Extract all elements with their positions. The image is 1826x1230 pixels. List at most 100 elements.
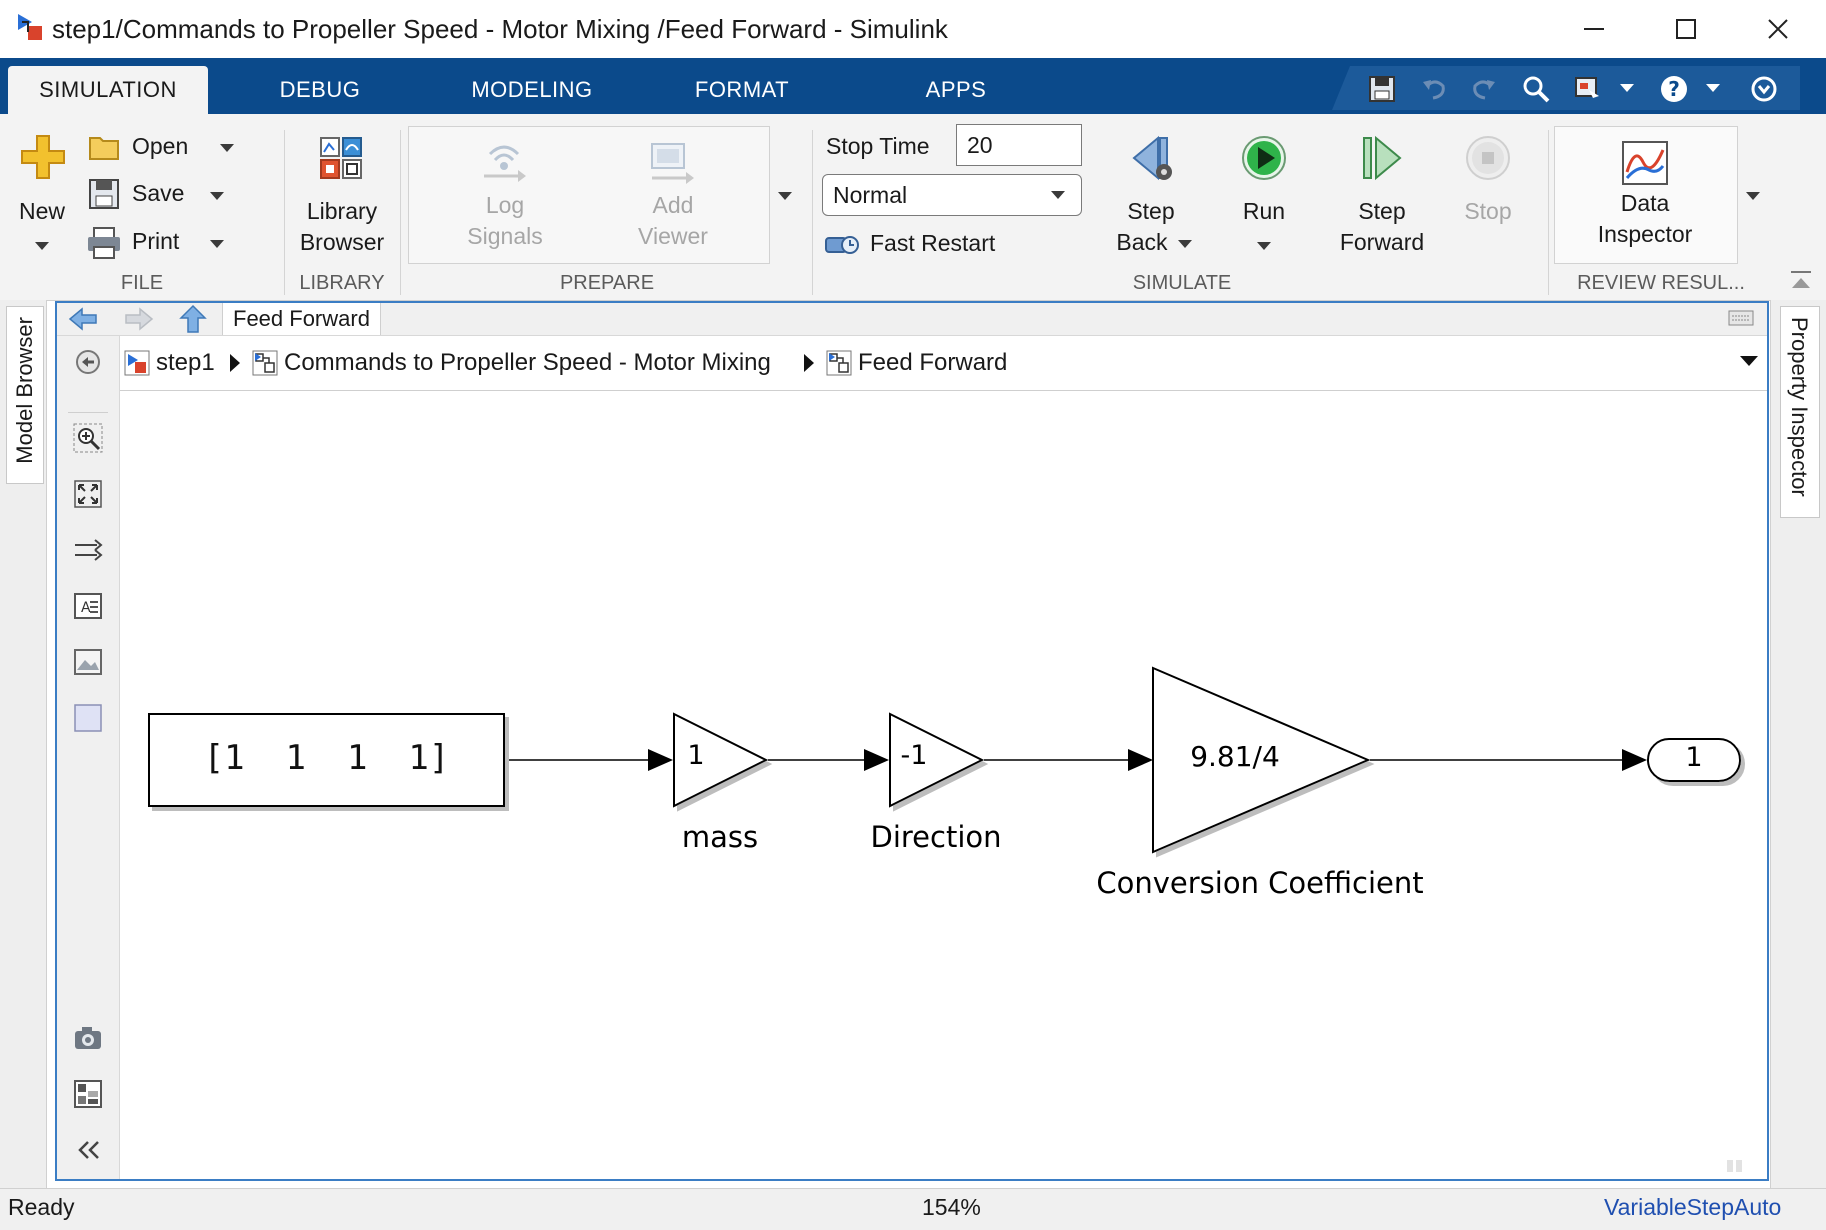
qat-find-button[interactable] — [1570, 72, 1606, 106]
step-forward-button[interactable]: Step Forward — [1330, 134, 1434, 264]
print-label: Print — [132, 228, 180, 254]
keyboard-icon — [1728, 310, 1754, 326]
data-inspector-label-line2: Inspector — [1597, 221, 1693, 247]
review-gallery-expand-button[interactable] — [1738, 126, 1768, 262]
library-browser-label-line1: Library — [306, 198, 378, 224]
annotation-button[interactable]: A — [70, 588, 106, 624]
tab-debug[interactable]: DEBUG — [279, 77, 361, 102]
breadcrumb — [120, 336, 1767, 391]
keyboard-button[interactable] — [1728, 308, 1754, 328]
breadcrumb-label: Feed Forward — [858, 349, 1008, 376]
ribbon-separator — [400, 130, 401, 295]
property-inspector-tab[interactable]: Property Inspector — [1780, 306, 1820, 518]
qat-help-button[interactable]: ? — [1656, 72, 1692, 106]
qat-undo-button[interactable] — [1416, 72, 1452, 106]
collapse-palette-button[interactable] — [70, 1132, 106, 1168]
step-back-label-line2: Back — [1116, 229, 1168, 255]
maximize-button[interactable] — [1640, 0, 1732, 58]
stop-time-input[interactable]: 20 — [956, 124, 1082, 166]
simulation-mode-select[interactable]: Normal — [822, 174, 1082, 216]
arrow-right-icon — [125, 307, 154, 331]
fit-to-view-button[interactable] — [70, 476, 106, 512]
tab-apps[interactable]: APPS — [925, 77, 987, 102]
screenshot-button[interactable] — [70, 1020, 106, 1056]
add-viewer-button[interactable]: Add Viewer — [620, 140, 726, 258]
resize-grip-icon[interactable] — [1726, 1158, 1744, 1174]
stop-time-label: Stop Time — [826, 133, 930, 159]
breadcrumb-label: Commands to Propeller Speed - Motor Mixi… — [284, 349, 771, 376]
qat-help-dropdown[interactable] — [1706, 84, 1720, 92]
hide-explorer-button[interactable] — [70, 344, 106, 380]
tab-format[interactable]: FORMAT — [694, 77, 790, 102]
fast-restart-button[interactable]: Fast Restart — [822, 228, 1002, 264]
zoom-in-icon — [73, 423, 103, 453]
breadcrumb-item-feed-forward[interactable]: Feed Forward — [826, 346, 1007, 380]
breadcrumb-item-step1[interactable]: step1 — [124, 346, 215, 380]
section-label-simulate: SIMULATE — [1132, 272, 1232, 294]
area-button[interactable] — [70, 700, 106, 736]
new-button[interactable]: New — [10, 134, 74, 264]
zoom-level[interactable]: 154% — [922, 1194, 981, 1220]
simulation-mode-value: Normal — [833, 182, 908, 208]
tab-simulation[interactable]: SIMULATION — [8, 66, 208, 114]
zoom-area-button[interactable] — [70, 420, 106, 456]
stop-button[interactable]: Stop — [1446, 134, 1530, 264]
save-icon — [1369, 76, 1395, 102]
data-inspector-button[interactable]: Data Inspector — [1560, 138, 1730, 260]
step-back-button[interactable]: Step Back — [1106, 134, 1196, 264]
image-button[interactable] — [70, 644, 106, 680]
nav-up-button[interactable] — [178, 304, 208, 334]
breadcrumb-separator-icon — [230, 354, 240, 372]
log-signals-label-line1: Log — [485, 192, 525, 218]
window-title: step1/Commands to Propeller Speed - Moto… — [52, 14, 948, 44]
signal-routing-button[interactable] — [70, 532, 106, 568]
area-icon — [74, 704, 102, 732]
image-icon — [74, 649, 102, 675]
model-browser-label: Model Browser — [12, 317, 37, 464]
folder-open-icon — [89, 137, 119, 160]
close-button[interactable] — [1732, 0, 1824, 58]
section-label-review: REVIEW RESUL... — [1577, 272, 1745, 294]
new-label: New — [18, 198, 65, 224]
stop-label: Stop — [1464, 198, 1512, 224]
print-button[interactable]: Print — [86, 226, 286, 262]
log-signals-icon — [484, 145, 526, 182]
qat-redo-button[interactable] — [1466, 72, 1502, 106]
qat-expand-button[interactable] — [1746, 72, 1782, 106]
model-browser-toggle-button[interactable] — [70, 1076, 106, 1112]
minimize-button[interactable] — [1548, 0, 1640, 58]
undo-icon — [1423, 80, 1445, 100]
tab-modeling[interactable]: MODELING — [471, 77, 593, 102]
log-signals-button[interactable]: Log Signals — [452, 140, 558, 258]
print-dropdown-caret — [210, 240, 224, 248]
log-signals-label-line2: Signals — [467, 223, 543, 249]
find-icon — [1575, 77, 1599, 98]
step-forward-icon — [1363, 135, 1402, 181]
breadcrumb-item-commands-to-propeller-speed[interactable]: Commands to Propeller Speed - Motor Mixi… — [252, 346, 771, 380]
run-button[interactable]: Run — [1222, 134, 1306, 264]
outport-value: 1 — [1685, 742, 1703, 773]
chevron-down-icon — [1746, 192, 1760, 200]
model-browser-tab[interactable]: Model Browser — [6, 306, 44, 484]
prepare-gallery-expand-button[interactable] — [770, 126, 800, 262]
step-back-icon — [1132, 135, 1172, 181]
library-browser-button[interactable]: Library Browser — [292, 134, 392, 264]
section-label-file: FILE — [120, 272, 164, 294]
solver-link[interactable]: VariableStepAuto — [1604, 1194, 1782, 1220]
add-viewer-label-line1: Add — [652, 192, 694, 218]
open-button[interactable]: Open — [86, 130, 286, 166]
editor-tab-feed-forward[interactable]: Feed Forward — [222, 303, 381, 335]
arrow-up-icon — [179, 304, 207, 333]
svg-text:A: A — [81, 600, 91, 616]
qat-find-dropdown[interactable] — [1620, 84, 1634, 92]
nav-forward-button[interactable] — [122, 306, 154, 332]
save-button[interactable]: Save — [86, 178, 286, 214]
nav-back-button[interactable] — [68, 306, 100, 332]
gain-conversion-label: Conversion Coefficient — [1096, 866, 1424, 900]
qat-search-button[interactable] — [1518, 72, 1554, 106]
ribbon-separator — [284, 130, 285, 295]
breadcrumb-dropdown-button[interactable] — [1740, 356, 1758, 366]
qat-save-button[interactable] — [1364, 72, 1400, 106]
collapse-ribbon-button[interactable] — [1786, 268, 1816, 294]
fast-restart-icon — [825, 236, 859, 254]
